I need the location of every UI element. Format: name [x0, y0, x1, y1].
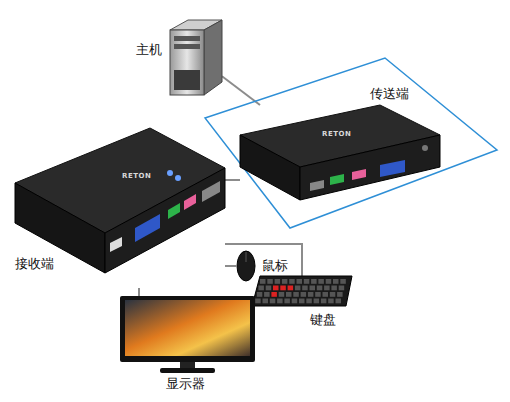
- mouse: 鼠标: [236, 250, 256, 282]
- device-label: 接收端: [15, 256, 54, 272]
- transmitter-unit-picture: [240, 105, 440, 205]
- device-label: 鼠标: [262, 258, 288, 274]
- host-computer-picture: [170, 20, 222, 95]
- monitor-picture: [120, 296, 255, 374]
- brand-text: RETON: [322, 130, 351, 138]
- mouse-picture: [236, 250, 256, 282]
- device-label: 传送端: [370, 86, 409, 102]
- brand-text: RETON: [122, 172, 151, 180]
- cable-connector: [225, 179, 240, 181]
- cable-connector: [138, 288, 140, 296]
- keyboard-picture: [252, 276, 352, 306]
- keyboard: 键盘: [252, 276, 352, 306]
- transmitter-region: [205, 58, 497, 228]
- receiver-unit: 接收端 RETON: [10, 128, 225, 288]
- transmitter-unit: 传送端RETON: [240, 105, 440, 205]
- device-label: 键盘: [310, 312, 336, 328]
- cable-connector: [222, 76, 260, 105]
- host-computer: 主机: [170, 20, 222, 95]
- device-label: 主机: [136, 42, 162, 58]
- cable-connector: [225, 265, 236, 267]
- device-label: 显示器: [166, 376, 205, 392]
- monitor: 显示器: [120, 296, 255, 374]
- cable-connector: [225, 244, 302, 276]
